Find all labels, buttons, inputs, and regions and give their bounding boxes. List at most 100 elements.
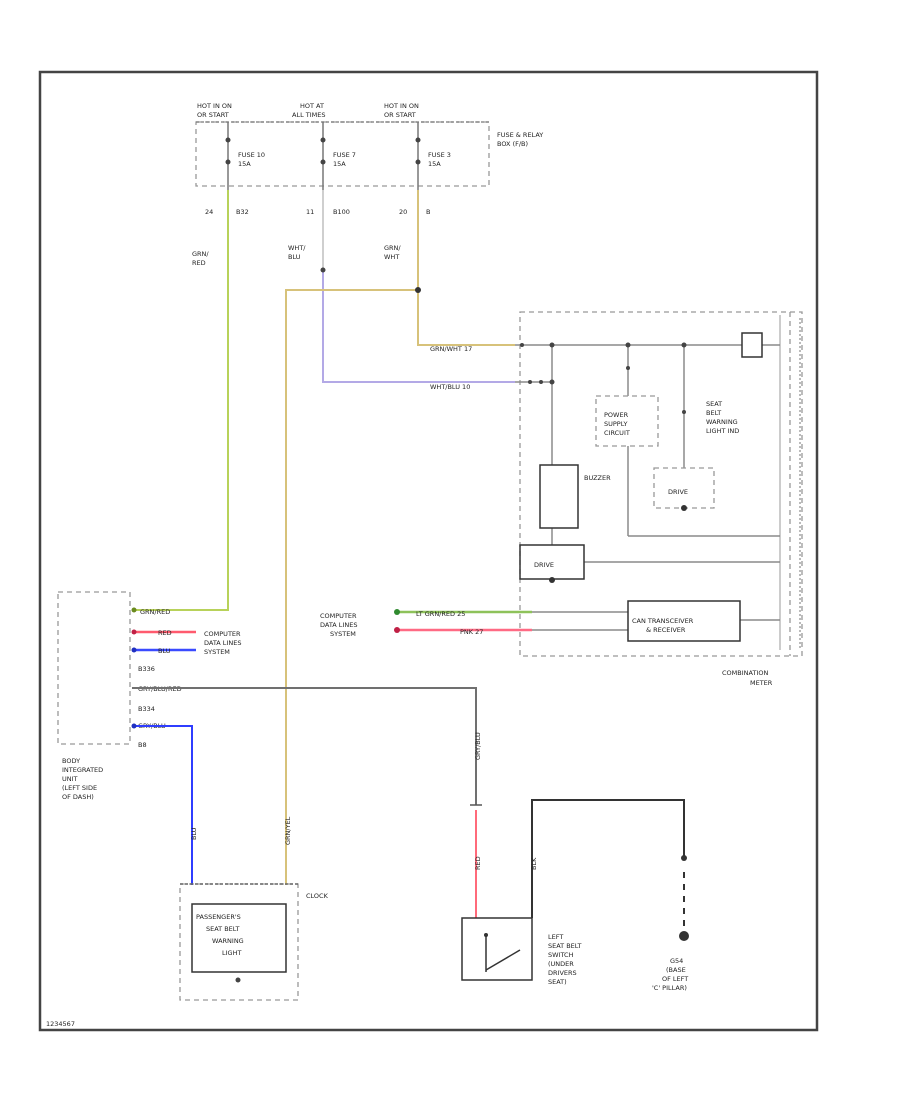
wire-wht-blu-label-1: WHT/ [288,244,306,252]
switch-contact-icon [485,949,521,971]
wire-wht-blu [322,270,515,383]
meter-outline [519,311,803,657]
wire-red-label: RED [474,856,482,870]
biu-title-3: UNIT [62,775,78,783]
biu-outline [57,591,131,745]
biu-data-label-3: SYSTEM [204,648,230,656]
hot-label-2a: HOT AT [300,102,324,110]
passenger-light-outer [179,883,299,1001]
drive-1-label: DRIVE [668,488,688,496]
fuse-3-amps: 15A [428,160,441,168]
power-supply-circuit [595,395,659,447]
meter-title-2: METER [750,679,773,687]
wire-grn-red-label-2: RED [192,259,206,267]
biu-pin-blu: BLU [158,647,171,655]
switch-label-5: DRIVERS [548,969,577,977]
meter-lamp-icon [741,332,763,358]
passenger-seat-belt-light: PASSENGER'S SEAT BELT WARNING LIGHT CLOC… [179,883,329,1001]
fuse-7-icon [320,137,326,143]
ground-label-2: (BASE [666,966,686,974]
seat-belt-light-label-3: WARNING [706,418,738,426]
switch-label-6: SEAT) [548,978,567,986]
passenger-light-box [191,903,287,973]
drive-2-label: DRIVE [534,561,554,569]
ground-g54: G54 (BASE OF LEFT 'C' PILLAR) [652,931,689,992]
fuse-10-label: FUSE 10 [238,151,265,159]
meter-data-label-3: SYSTEM [330,630,356,638]
switch-label-3: SWITCH [548,951,574,959]
wire-blk-ground [531,799,685,918]
body-integrated-unit: GRN/RED RED BLU B336 GRY/BLU/RED B334 GR… [57,591,241,801]
power-supply-label-1: POWER [604,411,629,419]
hot-label-2b: ALL TIMES [292,111,325,119]
seat-belt-light-label-2: BELT [706,409,721,417]
wire-grn-wht-label-1: GRN/ [384,244,401,252]
ground-label-1: G54 [670,957,683,965]
wire-gry-blu-label: GRY/BLU [474,732,482,760]
fuse-7-amps: 15A [333,160,346,168]
can-label-1: CAN TRANSCEIVER [632,617,694,625]
pin-11: 11 [306,208,314,216]
wire-yel-label: GRN/YEL [284,816,292,845]
switch-label-2: SEAT BELT [548,942,582,950]
ground-label-4: 'C' PILLAR) [652,984,687,992]
left-seat-belt-switch: LEFT SEAT BELT SWITCH (UNDER DRIVERS SEA… [461,917,582,986]
buzzer-icon [539,464,579,529]
pin-b32: B32 [236,208,249,216]
switch-label-1: LEFT [548,933,563,941]
wire-grn-red [132,190,229,611]
passenger-label-4: LIGHT [222,949,241,957]
meter-pin-17: GRN/WHT 17 [430,345,472,353]
seat-belt-light-label-4: LIGHT IND [706,427,739,435]
diagram-frame [38,70,819,1032]
fuse-10-icon [225,137,231,143]
ground-label-3: OF LEFT [662,975,688,983]
wire-grn-red-label-1: GRN/ [192,250,209,258]
can-pin-27: PNK 27 [460,628,483,636]
fuse-7-label: FUSE 7 [333,151,356,159]
seat-switch-box [461,917,533,981]
pin-b: B [426,208,430,216]
biu-pin-grn-red: GRN/RED [140,608,170,616]
wire-blk-label: BLK [530,857,538,870]
fuse-3-label: FUSE 3 [428,151,451,159]
hot-label-3b: OR START [384,111,416,119]
meter-data-lines: LT GRN/RED 25 PNK 27 COMPUTER DATA LINES… [320,609,532,638]
biu-data-label-1: COMPUTER [204,630,241,638]
biu-title-5: OF DASH) [62,793,94,801]
wire-blu-passenger [132,725,193,885]
fuse-3-icon [415,137,421,143]
meter-title-1: COMBINATION [722,669,768,677]
hot-label-1b: OR START [197,111,229,119]
passenger-label-2: SEAT BELT [206,925,240,933]
wire-wht-blu-label-2: BLU [288,253,301,261]
diagram-id: 1234567 [46,1020,75,1028]
wire-blu-label: BLU [190,827,198,840]
wire-grn-wht [417,190,515,346]
ground-icon [679,931,689,941]
pin-20: 20 [399,208,407,216]
power-supply-label-2: SUPPLY [604,420,627,428]
pin-24: 24 [205,208,213,216]
wire-grn-wht-label-2: WHT [384,253,399,261]
biu-pin-b336: B336 [138,665,155,673]
switch-label-4: (UNDER [548,960,574,968]
biu-title-2: INTEGRATED [62,766,103,774]
fuse-10-amps: 15A [238,160,251,168]
wire-gry-blu-red [132,687,477,805]
biu-data-label-2: DATA LINES [204,639,241,647]
biu-title-1: BODY [62,757,80,765]
pin-b100: B100 [333,208,350,216]
biu-pin-red: RED [158,629,172,637]
can-label-2: & RECEIVER [646,626,686,634]
passenger-label-1: PASSENGER'S [196,913,241,921]
biu-title-4: (LEFT SIDE [62,784,97,792]
meter-data-label-1: COMPUTER [320,612,357,620]
meter-data-label-2: DATA LINES [320,621,357,629]
power-supply-label-3: CIRCUIT [604,429,630,437]
biu-pin-b334: B334 [138,705,155,713]
hot-label-1a: HOT IN ON [197,102,232,110]
seat-belt-light-label-1: SEAT [706,400,722,408]
biu-pin-b8: B8 [138,741,147,749]
